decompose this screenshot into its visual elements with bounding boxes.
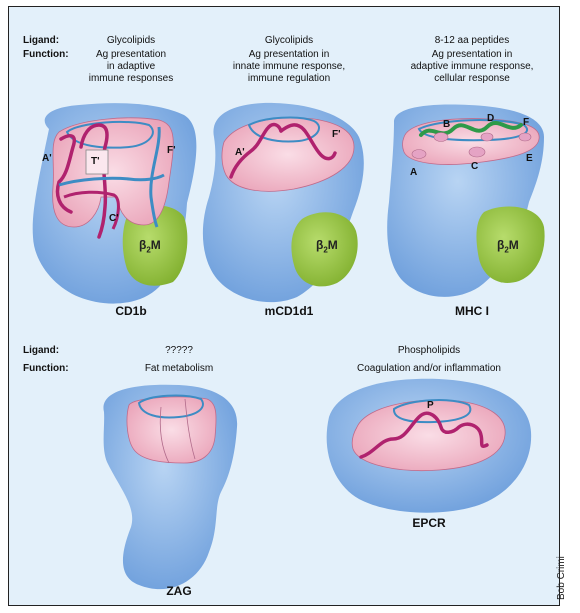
cd1b-t-pocket [85, 149, 109, 175]
zag-groove-opening [137, 394, 204, 419]
mcd1d1-helix-f [279, 123, 337, 161]
row2-ligand-header: Ligand: [23, 345, 60, 356]
mhc1-name: MHC I [455, 304, 489, 318]
beta-subscript: 2 [146, 245, 151, 255]
epcr-helix [359, 411, 489, 459]
figure-artwork [32, 102, 545, 590]
cd1b-function-line1: Ag presentation [95, 49, 167, 60]
epcr-structure [326, 378, 532, 513]
mhc1-pocket-b [433, 132, 449, 142]
cd1b-label-c-prime: C' [109, 213, 119, 224]
mcd1d1-helix-a [229, 122, 283, 179]
cd1b-helix-lower [63, 190, 120, 230]
mhc1-function-line1: Ag presentation in [431, 49, 513, 60]
mhc1-pocket-e [518, 132, 532, 142]
zag-ligand: ????? [165, 345, 193, 356]
mhc1-label-f: F [523, 117, 530, 128]
mhc1-pocket-a [411, 149, 427, 159]
cd1b-structure [32, 103, 197, 304]
mhc1-label-c: C [471, 161, 479, 172]
cd1b-helix-left [55, 133, 76, 214]
mhc1-label-d: D [487, 113, 495, 124]
mhc1-pocket-d [480, 132, 494, 142]
row1-function-header: Function: [23, 49, 69, 60]
m-letter: M [327, 238, 338, 252]
beta-symbol: β [139, 238, 147, 252]
beta-subscript: 2 [323, 245, 328, 255]
zag-structure [103, 384, 238, 590]
cd1b-label-t-prime: T' [91, 156, 100, 167]
epcr-name: EPCR [412, 516, 446, 530]
mcd1d1-groove-opening [247, 116, 320, 143]
mcd1d1-b2m-domain [291, 212, 358, 287]
row2-function-header: Function: [23, 363, 69, 374]
mcd1d1-function-line1: Ag presentation in [248, 49, 330, 60]
row1-ligand-header: Ligand: [23, 35, 60, 46]
mhc1-label-b: B [443, 119, 451, 130]
mhc1-ligand: 8-12 aa peptides [434, 35, 510, 46]
cd1b-label-f-prime: F' [167, 145, 176, 156]
cd1b-name: CD1b [115, 304, 147, 318]
cd1b-b2m-label: β2M [139, 238, 161, 254]
epcr-label-p: P [427, 400, 434, 411]
mcd1d1-structure [202, 102, 364, 303]
mcd1d1-label-a-prime: A' [235, 147, 245, 158]
mcd1d1-function-line2: innate immune response, [232, 61, 346, 72]
mhc1-b2m-label: β2M [497, 238, 519, 254]
zag-name: ZAG [166, 584, 192, 598]
mcd1d1-b2m-label: β2M [316, 238, 338, 254]
cd1b-label-a-prime: A' [42, 153, 52, 164]
mhc1-peptide [419, 121, 523, 137]
epcr-function: Coagulation and/or inflammation [357, 363, 501, 374]
cd1b-function-line2: in adaptive [106, 61, 156, 72]
mhc1-label-a: A [410, 167, 418, 178]
figure-panel: Ligand: Function: Glycolipids Ag present… [8, 6, 560, 606]
mhc1-label-e: E [526, 153, 533, 164]
mcd1d1-name: mCD1d1 [264, 304, 314, 318]
mhc1-function-line2: adaptive immune response, [410, 61, 534, 72]
mhc1-b2m-domain [476, 206, 545, 283]
cd1b-ligand: Glycolipids [106, 35, 156, 46]
mcd1d1-label-f-prime: F' [332, 129, 341, 140]
m-letter: M [150, 238, 161, 252]
zag-domain-lines [159, 398, 196, 464]
cd1b-function-line3: immune responses [88, 73, 174, 84]
artist-credit: Bob Crimi [556, 556, 567, 600]
beta-symbol: β [497, 238, 505, 252]
beta-symbol: β [316, 238, 324, 252]
cd1b-helix-right [149, 126, 161, 228]
cd1b-helix-cross [58, 173, 165, 187]
epcr-groove-opening [393, 399, 472, 424]
mhc1-structure [387, 104, 545, 297]
mhc1-pocket-c [468, 146, 486, 158]
mcd1d1-ligand: Glycolipids [264, 35, 314, 46]
cd1b-helix-top [79, 123, 109, 239]
m-letter: M [508, 238, 519, 252]
mcd1d1-function-line3: immune regulation [247, 73, 331, 84]
beta-subscript: 2 [504, 245, 509, 255]
cd1b-groove-opening [65, 120, 154, 149]
epcr-ligand: Phospholipids [397, 345, 461, 356]
zag-function: Fat metabolism [144, 363, 214, 374]
mhc1-function-line3: cellular response [434, 73, 510, 84]
cd1b-b2m-domain [122, 205, 188, 286]
